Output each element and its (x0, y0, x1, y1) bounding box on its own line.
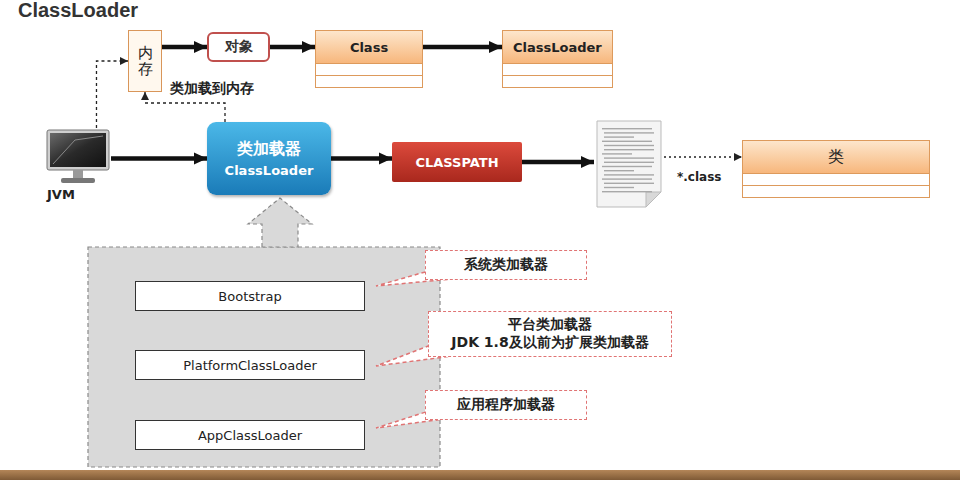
class-compartment (316, 75, 422, 87)
node-text: Bootstrap (218, 289, 281, 304)
class-compartment (503, 63, 612, 75)
node-text: ClassLoader (503, 31, 612, 63)
class-compartment (316, 63, 422, 75)
class-file: *.class (594, 118, 664, 210)
arrow-connector (331, 156, 392, 161)
monitor-icon (45, 128, 111, 185)
classloader-box: ClassLoader (502, 30, 613, 88)
arrow-connector (423, 45, 502, 50)
diagram-title: ClassLoader (18, 0, 138, 22)
class-compartment (503, 75, 612, 87)
classpath-box: CLASSPATH (392, 142, 522, 182)
loader-box: Bootstrap (135, 281, 365, 311)
memory-box: 内存 (128, 30, 162, 92)
document-icon (594, 118, 664, 210)
classloader-block: 类加载器 ClassLoader (207, 122, 331, 195)
loader-panel (88, 247, 440, 467)
node-text: AppClassLoader (198, 428, 302, 443)
object-box: 对象 (207, 32, 270, 62)
node-text: ClassLoader (225, 163, 314, 178)
hollow-arrow (248, 198, 312, 247)
jvm-monitor: JVM (45, 128, 111, 185)
class-compartment (743, 173, 929, 185)
arrow-connector (270, 45, 315, 50)
arrow-connector (162, 45, 207, 50)
dashed-connector (664, 156, 742, 157)
dashed-connector (96, 61, 128, 128)
node-text: 应用程序加载器 (457, 396, 555, 414)
node-text: 类 (743, 141, 929, 173)
node-text: 系统类加载器 (464, 256, 548, 274)
loader-box: PlatformClassLoader (135, 350, 365, 380)
class-compartment (743, 185, 929, 197)
node-text: PlatformClassLoader (183, 358, 317, 373)
loader-box: AppClassLoader (135, 420, 365, 450)
edge-label: 类加载到内存 (168, 80, 256, 98)
node-text: JDK 1.8及以前为扩展类加载器 (451, 334, 648, 352)
class-box: 类 (742, 140, 930, 198)
footer-strip (0, 470, 960, 480)
node-text: JVM (47, 187, 75, 202)
node-text: Class (316, 31, 422, 63)
class-box: Class (315, 30, 423, 88)
node-text: *.class (677, 170, 721, 184)
node-text: CLASSPATH (415, 155, 498, 170)
node-text: 内存 (138, 45, 153, 78)
callout-box: 系统类加载器 (425, 250, 587, 280)
node-text: 类加载器 (237, 139, 301, 160)
node-text: 对象 (225, 38, 253, 56)
arrow-connector (111, 156, 207, 161)
node-text: 平台类加载器 (508, 316, 592, 334)
arrow-connector (522, 160, 594, 165)
callout-box: 应用程序加载器 (425, 390, 587, 420)
callout-box: 平台类加载器JDK 1.8及以前为扩展类加载器 (428, 311, 672, 357)
